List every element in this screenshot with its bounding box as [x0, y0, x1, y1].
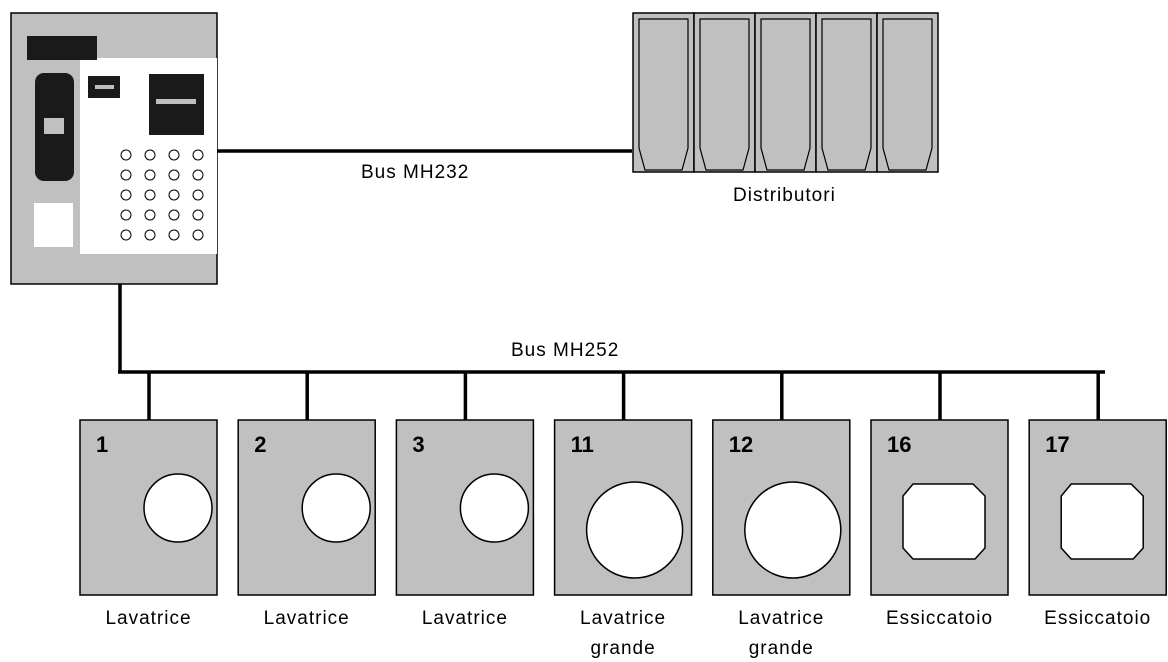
keypad-button [193, 230, 203, 240]
keypad-button [145, 170, 155, 180]
keypad-button [193, 150, 203, 160]
machine-label-line2: grande [749, 638, 814, 659]
keypad-button [169, 190, 179, 200]
keypad-button [169, 150, 179, 160]
machine-number: 12 [729, 432, 753, 457]
door-window [745, 482, 841, 578]
door-window [903, 484, 985, 559]
keypad-button [121, 190, 131, 200]
machine-number: 11 [571, 432, 594, 457]
distributor-door [883, 19, 932, 170]
distributor-door [700, 19, 749, 170]
door-window [460, 474, 528, 542]
controller-unit [11, 13, 217, 284]
keypad-button [169, 210, 179, 220]
distributor-door [639, 19, 688, 170]
keypad-button [121, 150, 131, 160]
main-screen [149, 74, 204, 135]
machine-label: Lavatrice [264, 608, 350, 629]
door-window [302, 474, 370, 542]
machines: 1Lavatrice2Lavatrice3Lavatrice11Lavatric… [80, 372, 1166, 659]
machine-label: Lavatrice [105, 608, 191, 629]
keypad-button [193, 190, 203, 200]
door-window [587, 482, 683, 578]
keypad-button [121, 170, 131, 180]
controller-display [27, 36, 97, 60]
coin-slot-window [44, 118, 64, 134]
card-slot [34, 203, 73, 247]
machine-label: Essiccatoio [886, 608, 993, 629]
machine-label: Essiccatoio [1044, 608, 1151, 629]
distributors-label: Distributori [733, 185, 836, 206]
keypad-button [193, 210, 203, 220]
keypad-button [121, 230, 131, 240]
machine-label: Lavatrice [738, 608, 824, 629]
machine-number: 17 [1045, 432, 1069, 457]
machine-number: 1 [96, 432, 108, 457]
keypad-button [145, 230, 155, 240]
distributors [633, 13, 938, 172]
distributor-door [761, 19, 810, 170]
door-window [1061, 484, 1143, 559]
machine-label: Lavatrice [422, 608, 508, 629]
keypad-button [169, 170, 179, 180]
keypad-button [145, 190, 155, 200]
machine-label: Lavatrice [580, 608, 666, 629]
distributor-door [822, 19, 871, 170]
machine-number: 16 [887, 432, 911, 457]
main-screen-bar [156, 99, 196, 104]
keypad-button [193, 170, 203, 180]
machine-label-line2: grande [591, 638, 656, 659]
bus-mh252-label: Bus MH252 [511, 340, 619, 361]
machine-number: 3 [412, 432, 424, 457]
door-window [144, 474, 212, 542]
bus-mh232-label: Bus MH232 [361, 162, 469, 183]
keypad-button [121, 210, 131, 220]
machine-number: 2 [254, 432, 266, 457]
keypad-button [145, 210, 155, 220]
keypad-button [169, 230, 179, 240]
small-screen-bar [95, 85, 114, 89]
keypad-button [145, 150, 155, 160]
